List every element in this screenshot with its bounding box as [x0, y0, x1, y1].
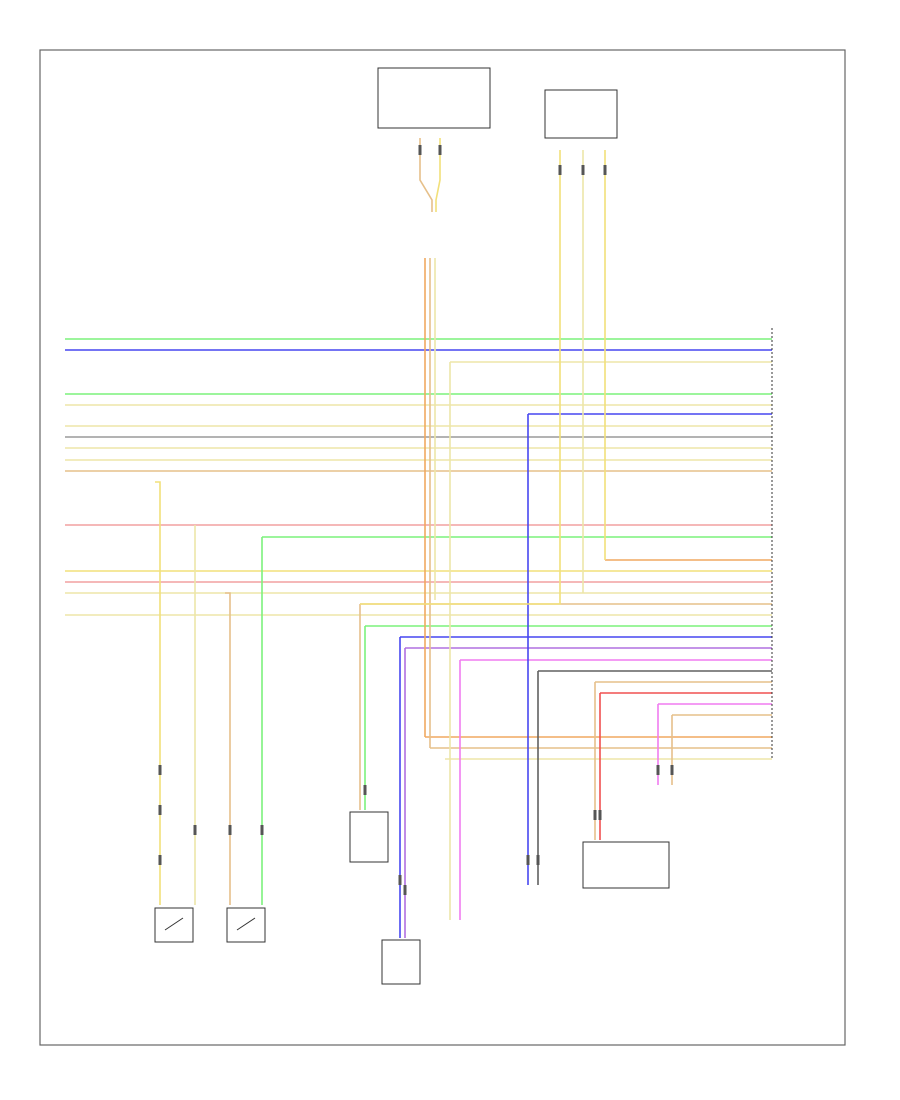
harness-wires — [65, 138, 772, 938]
connector-pin — [656, 765, 660, 775]
wire-tan — [419, 138, 433, 212]
connector-pin — [598, 810, 602, 820]
transceiver-top — [544, 89, 618, 139]
connector-pin — [260, 825, 264, 835]
sensor-mid — [349, 811, 389, 863]
connector-pin — [158, 855, 162, 865]
diagram-frame — [39, 49, 846, 1046]
buzzer-box — [582, 841, 670, 889]
wire-yellow — [435, 138, 441, 212]
connector-pin — [398, 875, 402, 885]
connector-pin — [228, 825, 232, 835]
connector-pin — [193, 825, 197, 835]
switch-left — [154, 907, 194, 943]
connector-pin — [536, 855, 540, 865]
connector-pin — [158, 765, 162, 775]
connector-pin — [670, 765, 674, 775]
connector-pin — [418, 145, 422, 155]
connector-pin — [603, 165, 607, 175]
sensor-bottom — [381, 939, 421, 985]
connector-pin — [403, 885, 407, 895]
module-top — [377, 67, 491, 129]
wire-yellow — [155, 481, 161, 905]
connector-pin — [363, 785, 367, 795]
connector-pin — [581, 165, 585, 175]
connector-pin — [593, 810, 597, 820]
connector-pin — [526, 855, 530, 865]
connector-pin — [438, 145, 442, 155]
connector-pin — [158, 805, 162, 815]
connector-pin — [558, 165, 562, 175]
wire-yellow — [360, 150, 561, 605]
switch-right — [226, 907, 266, 943]
wire-tan — [225, 592, 231, 905]
